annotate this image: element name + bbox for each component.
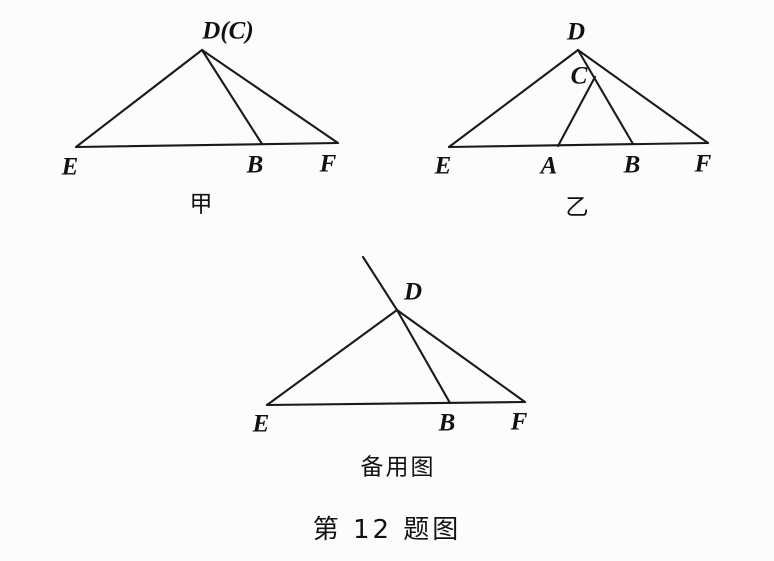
panel-yi [447,48,710,149]
figure-main-caption: 第 12 题图 [312,515,462,545]
panel-spare-segment-e-f [265,400,527,407]
panel-jia [74,48,340,149]
panel-jia-label-f: F [319,150,337,178]
panel-spare-label-e: E [252,410,270,438]
panel-yi-segment-d-f [576,48,710,145]
panel-jia-label-d-c: D(C) [202,17,254,45]
panel-jia-label-e: E [61,153,79,181]
panel-caption-jia: 甲 [189,191,215,218]
panel-spare-segment-d-e [265,308,399,407]
panel-spare [265,255,527,407]
panel-yi-segment-d-b [576,48,635,146]
panel-yi-label-d: D [566,18,586,46]
panel-spare-segment-d-b [395,308,452,405]
panel-yi-label-c: C [570,62,588,90]
panel-jia-segment-d-e [74,48,204,149]
panel-jia-segment-d-b [200,48,264,146]
panel-yi-label-a: A [540,152,558,180]
panel-spare-label-f: F [510,408,528,436]
panel-spare-label-b: B [438,409,456,437]
panel-spare-segment-d-f [395,308,527,404]
panel-yi-segment-e-f [447,141,710,149]
panel-spare-segment-d-ext [361,255,399,312]
panel-yi-label-e: E [434,152,452,180]
panel-yi-segment-d-e [447,48,580,149]
panel-yi-segment-c-a [556,75,597,148]
panel-jia-segment-d-f [200,48,340,145]
panel-spare-label-d: D [403,278,423,306]
panel-caption-yi: 乙 [565,194,591,221]
panel-jia-label-b: B [246,151,264,179]
panel-yi-label-f: F [694,150,712,178]
panel-yi-label-b: B [623,151,641,179]
panel-caption-spare: 备用图 [360,454,436,481]
panel-jia-segment-e-f [74,141,340,149]
